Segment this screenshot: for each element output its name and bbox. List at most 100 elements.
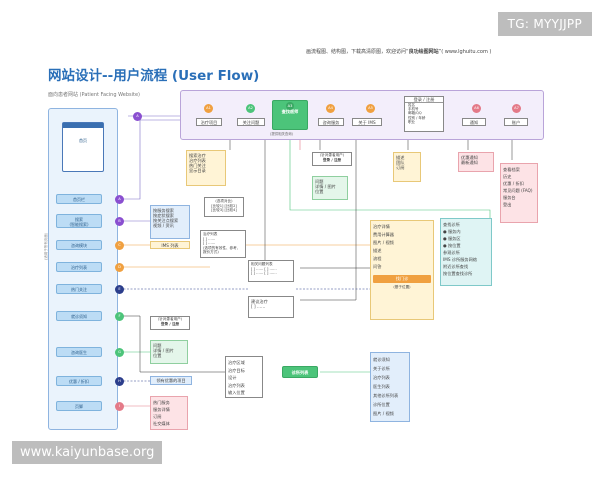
list-item[interactable]: 显示目录	[189, 168, 206, 173]
top-label-consult[interactable]: 咨询服务	[318, 118, 344, 126]
list-item[interactable]: 治疗列表	[228, 382, 245, 388]
visit-list-box: 就诊须知 关于诊所 治疗列表 医生列表 其他诊所列表 诊所位置 图片 / 视频	[370, 352, 410, 422]
sidebar-item-search[interactable]: 搜索 (智能搜索)	[56, 214, 102, 228]
list-item[interactable]: 服务详情	[153, 407, 170, 412]
list-item[interactable]: 流程	[373, 256, 382, 261]
list-item[interactable]: 医生列表	[373, 384, 390, 389]
list-item[interactable]: 按服务搜索	[153, 208, 174, 213]
list-item[interactable]: 就诊须知	[373, 357, 390, 362]
compare-row: [比较3] [比较4]	[211, 208, 237, 212]
list-item[interactable]: 查看档案	[503, 167, 520, 172]
sidebar-item-footer[interactable]: 页脚	[56, 401, 102, 411]
list-item[interactable]: ● 服务内	[443, 229, 461, 234]
list-item[interactable]: 治疗列表	[373, 375, 390, 380]
node-circle-g: G	[115, 348, 124, 357]
sidebar-item-ask-doctor[interactable]: 咨询医生	[56, 347, 102, 357]
node-circle-a-top: A	[133, 112, 142, 121]
consult-login-box[interactable]: (针对患者用户) 登录 / 注册	[312, 152, 352, 166]
list-item[interactable]: 参观诊所	[443, 250, 460, 255]
visit-login-box[interactable]: (针对患者用户) 登录 / 注册	[150, 316, 190, 330]
list-item[interactable]: 团队	[396, 160, 405, 165]
list-item[interactable]: 描述	[373, 248, 382, 253]
list-item[interactable]: 图片 / 视频	[373, 240, 394, 245]
list-item[interactable]: 问题	[153, 343, 162, 348]
top-label-notify[interactable]: 通知	[462, 118, 486, 126]
list-item[interactable]: 输入位置	[228, 390, 245, 395]
list-item[interactable]: 诊所位置	[373, 402, 390, 407]
find-doctor-sub: (提供相关查询)	[270, 132, 293, 136]
list-item[interactable]: 热门服务	[153, 400, 170, 405]
list-item[interactable]: 订阅	[396, 165, 405, 170]
list-item[interactable]: ● 按位置	[443, 243, 461, 248]
list-item[interactable]: 按症状搜索	[153, 213, 174, 218]
sidebar-vertical-label: (适用于所有页面)	[44, 232, 48, 260]
sidebar-item-hot[interactable]: 热门关注	[56, 284, 102, 294]
list-item[interactable]: IMS 诊所服务网络	[443, 257, 477, 262]
treat-detail-box: 治疗详情 费用计算器 图片 / 视频 描述 流程 问答 找门诊 (基于位置)	[370, 220, 434, 320]
login-register-title: 登录 / 注册	[405, 97, 443, 103]
home-screen-label: 首页	[79, 138, 87, 143]
list-item[interactable]: 按位置查找诊所	[443, 271, 473, 276]
list-item[interactable]: 最新通知	[461, 160, 478, 165]
list-item[interactable]: 详情 / 图片	[315, 184, 336, 189]
login-register-card[interactable]: 登录 / 注册 姓名 手机号 邮箱/QQ 性别 / 年龄 职业	[404, 96, 444, 132]
top-label-concerns[interactable]: 关注问题	[237, 118, 265, 126]
list-item[interactable]: 治疗详情	[373, 224, 390, 229]
list-item[interactable]: 治疗列表	[189, 158, 206, 163]
list-item[interactable]: 描述	[396, 155, 405, 160]
compare-title: (选项对比)	[215, 199, 233, 203]
sidebar-item-treatments[interactable]: 治疗列表	[56, 262, 102, 272]
clinic-list-button[interactable]: 诊所列表	[282, 366, 318, 378]
treat-list-box: 搜索治疗 治疗列表 热门关注 显示目录	[186, 150, 226, 186]
list-item[interactable]: 问答	[373, 264, 382, 269]
list-item[interactable]: 治疗区域	[228, 360, 245, 365]
list-item[interactable]: 问题	[315, 179, 324, 184]
login-note: (针对患者用户)	[319, 153, 345, 157]
sidebar-item-visit[interactable]: 就诊须知	[56, 311, 102, 321]
list-item[interactable]: 附近诊所查找	[443, 264, 469, 269]
list-item[interactable]: 位置	[315, 189, 324, 194]
node-circle-f: F	[115, 312, 124, 321]
list-item[interactable]: 优惠通知	[461, 155, 478, 160]
sidebar-item-header[interactable]: 首页栏	[56, 194, 102, 204]
treat-list-title: 治疗列表	[203, 232, 218, 236]
list-item[interactable]: 优惠 / 折扣	[503, 181, 524, 186]
node-a3: A3	[286, 102, 294, 110]
top-label-account[interactable]: 账户	[504, 118, 528, 126]
list-item[interactable]: 详情 / 图片	[153, 348, 174, 353]
list-item[interactable]: 常见问题 (FAQ)	[503, 188, 533, 193]
list-item[interactable]: 位置	[153, 353, 162, 358]
node-circle-i: I	[115, 402, 124, 411]
list-item[interactable]: 登出	[503, 202, 512, 207]
list-item[interactable]: 关于诊所	[373, 366, 390, 371]
list-item[interactable]: 视频 / 资讯	[153, 223, 174, 228]
page-subtitle: 面向患者网站 (Patient Facing Website)	[48, 92, 140, 98]
list-item[interactable]: 治疗目标	[228, 367, 245, 373]
sidebar-item-offers[interactable]: 优惠 / 折扣	[56, 376, 102, 386]
list-item[interactable]: 历史	[503, 174, 512, 179]
sidebar-item-consult[interactable]: 咨询模块	[56, 240, 102, 250]
find-clinic-button[interactable]: 找门诊	[373, 275, 431, 283]
compare-box: (选项对比) [比较1] [比较2] [比较3] [比较4]	[204, 197, 244, 217]
list-item[interactable]: 图片 / 视频	[373, 411, 394, 416]
top-watermark-badge: TG: MYYJJPP	[497, 12, 592, 36]
list-item[interactable]: 查找诊所	[443, 222, 460, 227]
bottom-watermark: www.kaiyunbase.org	[12, 441, 163, 464]
list-item[interactable]: ● 服务区	[443, 236, 461, 241]
find-doctor-card[interactable]: A3 查找医师	[272, 100, 308, 130]
list-item[interactable]: 费用计算器	[373, 232, 394, 237]
ims-list-box[interactable]: IMS 列表	[150, 241, 190, 249]
top-label-treatments[interactable]: 治疗项目	[196, 118, 222, 126]
list-item[interactable]: 其他诊所列表	[373, 393, 399, 398]
list-item[interactable]: 设计	[228, 375, 237, 380]
list-item[interactable]: 订阅	[153, 414, 162, 419]
list-item[interactable]: 搜索治疗	[189, 153, 206, 158]
list-item[interactable]: 服务台	[503, 195, 516, 200]
related-list-box: 相关问题列表 [ ] …… [ ] …… [ ] …… [ ] ……	[248, 260, 294, 282]
list-item[interactable]: 热门关注	[189, 163, 206, 168]
list-item[interactable]: 社交媒体	[153, 421, 170, 426]
related-row: [ ] …… [ ] ……	[251, 266, 277, 271]
top-label-about[interactable]: 关于 IMS	[352, 118, 382, 126]
special-offer-box[interactable]: 领有优惠的项目	[150, 376, 192, 385]
list-item[interactable]: 按关注点搜索	[153, 218, 179, 223]
